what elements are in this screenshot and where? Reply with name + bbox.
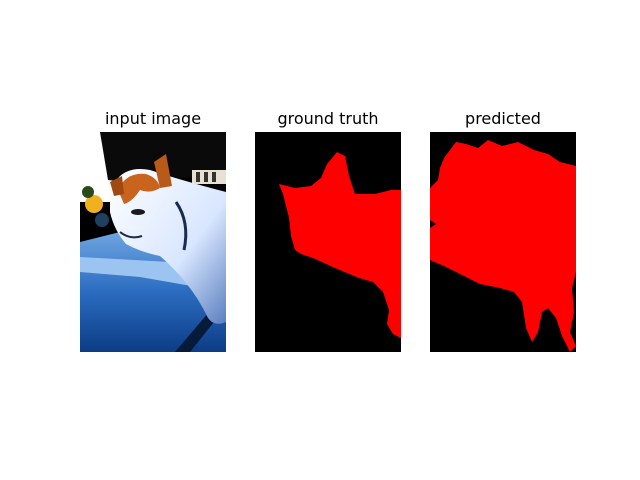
predicted-panel <box>430 132 576 352</box>
ground-truth-mask <box>255 132 401 352</box>
input-image-title: input image <box>104 109 202 128</box>
predicted-title: predicted <box>465 109 541 128</box>
input-image <box>80 132 226 352</box>
input-image-panel <box>80 132 226 352</box>
ground-truth-panel <box>255 132 401 352</box>
predicted-cat-region <box>430 140 576 352</box>
ground-truth-cat-region <box>279 152 401 338</box>
ground-truth-title: ground truth <box>277 109 379 128</box>
predicted-mask <box>430 132 576 352</box>
